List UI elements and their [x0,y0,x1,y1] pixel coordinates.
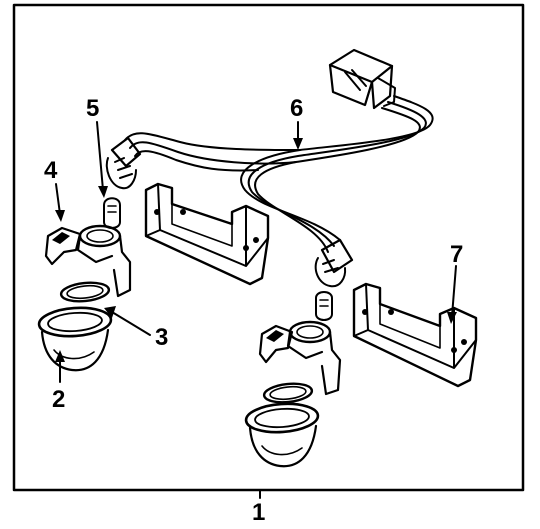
arrow-head-4 [55,210,65,222]
lamp-holder-left [44,224,132,298]
callout-3: 3 [155,324,168,351]
lens-housing-left [37,306,113,372]
arrow-head-3 [104,306,116,318]
bulb-left [103,197,121,229]
bulb-right [315,291,333,321]
arrow-head-7 [447,312,457,324]
callout-2: 2 [52,386,65,413]
arrow-head-5 [98,186,108,198]
wire-harness [124,95,434,253]
lamp-holder-right [258,320,342,396]
mounting-bracket-left [144,182,270,286]
callout-6: 6 [290,95,303,122]
harness-socket-left [105,136,142,190]
arrow-head-6 [293,138,303,150]
assembly-border [12,3,525,492]
gasket-right [262,382,314,404]
gasket-left [59,281,111,303]
arrow-head-2 [55,350,65,362]
connector-plug [328,48,396,110]
harness-socket-right [314,238,354,288]
callout-7: 7 [450,241,463,268]
lens-housing-right [244,402,320,468]
callout-1: 1 [252,499,265,526]
lens-bracket-right [352,282,478,388]
callout-4: 4 [44,157,58,184]
callout-5: 5 [86,95,99,122]
leader-lines [55,121,457,499]
